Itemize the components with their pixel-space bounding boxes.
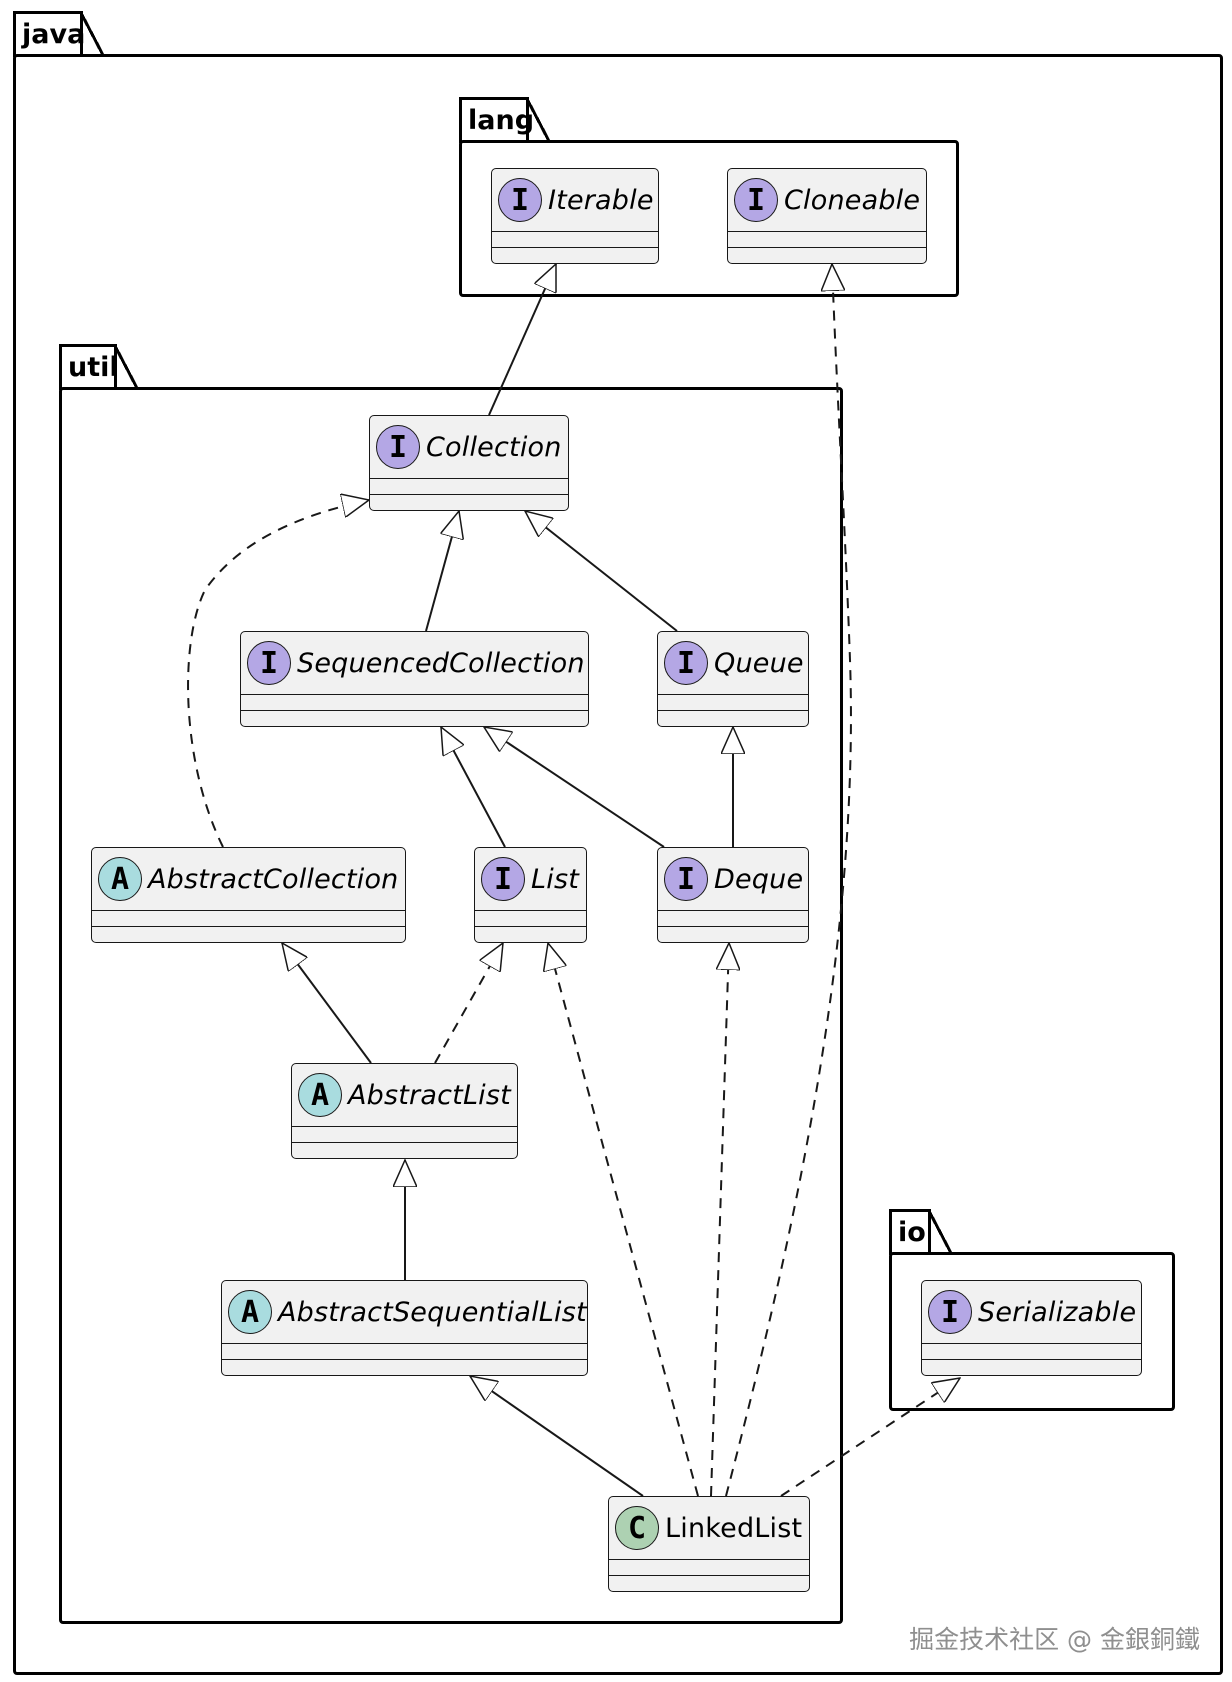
interface-icon: I <box>481 857 525 901</box>
class-name: Deque <box>714 863 804 895</box>
abstract-icon: A <box>98 857 142 901</box>
class-name: AbstractList <box>348 1079 511 1111</box>
interface-icon: I <box>376 425 420 469</box>
class-name: Serializable <box>978 1296 1137 1328</box>
package-io-label: io <box>898 1217 926 1248</box>
package-lang <box>459 140 959 297</box>
edge-abstractlist-list <box>434 943 503 1064</box>
abstract-icon: A <box>298 1073 342 1117</box>
class-icon: C <box>615 1506 659 1550</box>
edge-linkedlist-deque <box>710 943 729 1497</box>
package-util <box>59 387 843 1624</box>
edge-list-sequenced <box>440 727 506 848</box>
edge-abstractcollection-collection <box>187 500 369 848</box>
interface-icon: I <box>664 857 708 901</box>
package-util-label: util <box>68 352 119 383</box>
watermark: 掘金技术社区 @ 金銀銅鐵 <box>909 1625 1200 1654</box>
package-io-tab: io <box>889 1209 952 1255</box>
interface-icon: I <box>928 1290 972 1334</box>
edge-linkedlist-abstractsequential <box>470 1376 644 1497</box>
package-lang-tab: lang <box>459 97 550 143</box>
class-name: AbstractCollection <box>148 863 399 895</box>
abstract-icon: A <box>228 1290 272 1334</box>
edge-deque-sequenced <box>484 727 665 848</box>
class-name: SequencedCollection <box>297 647 585 679</box>
class-name: LinkedList <box>665 1512 803 1544</box>
class-name: Cloneable <box>784 184 921 216</box>
package-io <box>889 1252 1175 1411</box>
package-util-tab: util <box>59 344 138 390</box>
edge-linkedlist-serializable <box>780 1378 960 1497</box>
package-java-label: java <box>22 19 86 50</box>
interface-icon: I <box>664 641 708 685</box>
edge-linkedlist-list <box>548 943 699 1497</box>
edge-linkedlist-cloneable <box>725 264 852 1497</box>
package-lang-label: lang <box>468 105 535 136</box>
package-java <box>13 54 1223 1675</box>
class-name: AbstractSequentialList <box>278 1296 587 1328</box>
edge-sequenced-collection <box>425 511 459 632</box>
class-name: List <box>531 863 579 895</box>
class-name: Collection <box>426 431 562 463</box>
edge-queue-collection <box>525 511 678 632</box>
edge-collection-iterable <box>488 264 557 416</box>
package-java-tab: java <box>13 11 104 57</box>
interface-icon: I <box>498 178 542 222</box>
interface-icon: I <box>734 178 778 222</box>
edge-abstractlist-abstractcollection <box>282 943 372 1064</box>
interface-icon: I <box>247 641 291 685</box>
class-name: Iterable <box>548 184 654 216</box>
class-name: Queue <box>714 647 804 679</box>
